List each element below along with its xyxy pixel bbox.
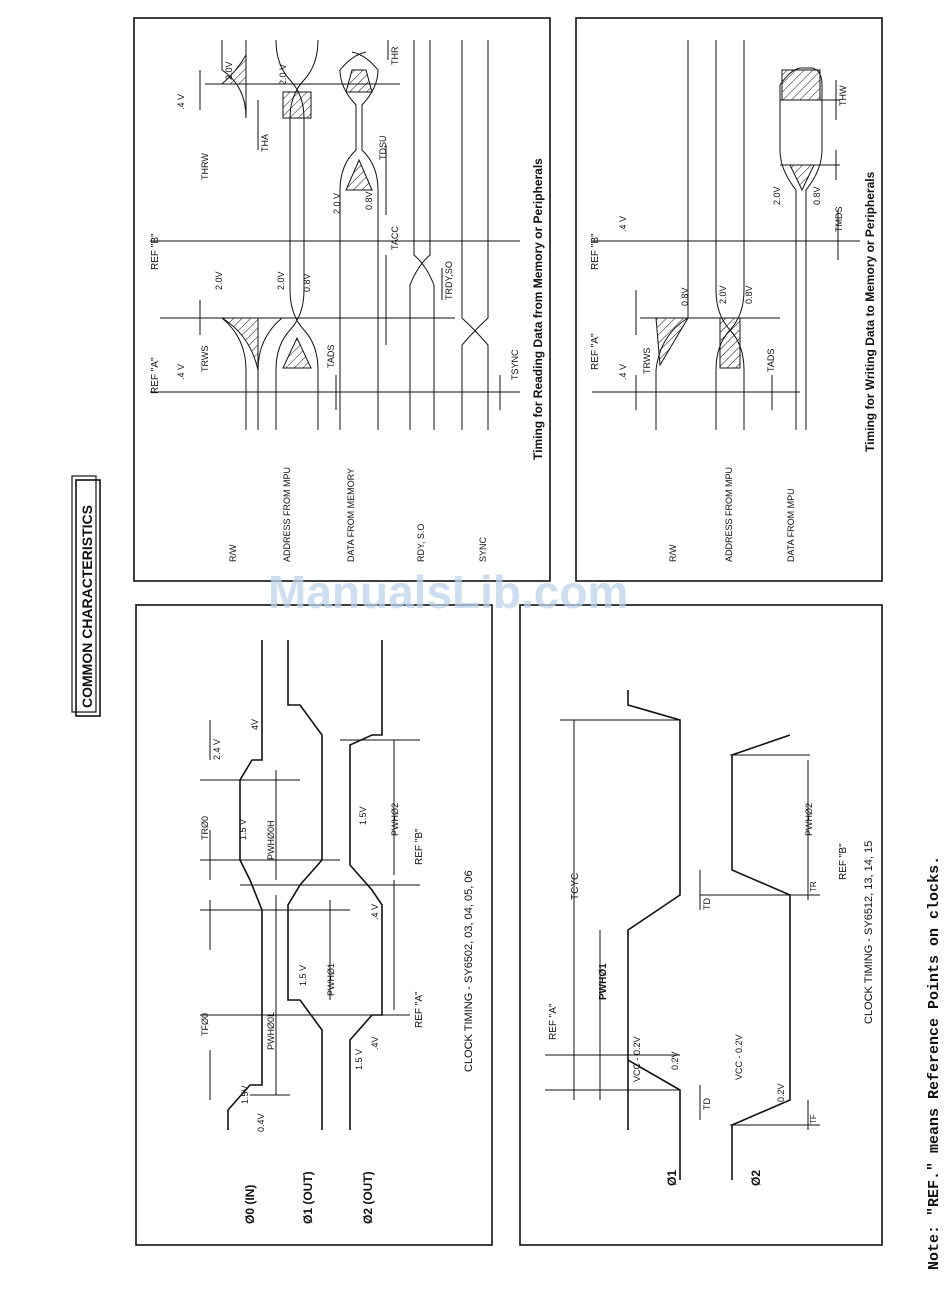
write-thw-label: THW bbox=[838, 85, 848, 106]
clk1-pwh1-label: PWHØ1 bbox=[326, 963, 336, 996]
clk2-v02a-label: 0.2V bbox=[670, 1051, 680, 1070]
clock-timing-panel-1 bbox=[135, 604, 493, 1246]
write-timing-panel bbox=[575, 17, 883, 582]
read-v4b-label: .4 V bbox=[176, 94, 186, 110]
write-v08-2-label: 0.8V bbox=[744, 285, 754, 304]
read-tha-label: THA bbox=[260, 134, 270, 152]
read-timing-panel bbox=[133, 17, 551, 582]
read-thr-label: THR bbox=[390, 46, 400, 65]
read-ref-a-label: REF "A" bbox=[150, 357, 161, 394]
write-caption: Timing for Writing Data to Memory or Per… bbox=[863, 171, 877, 452]
clk1-v15d-label: 1.5 V bbox=[354, 1049, 364, 1070]
read-v20-3-label: 2.0 V bbox=[278, 64, 288, 85]
clock-1-content bbox=[200, 640, 420, 1130]
read-v20-2-label: 2.0V bbox=[224, 61, 234, 80]
write-v4b-label: .4 V bbox=[618, 216, 628, 232]
write-tads-label: TADS bbox=[766, 349, 776, 372]
read-signal-address: ADDRESS FROM MPU bbox=[282, 467, 292, 562]
write-v20-2-label: 2.0V bbox=[772, 186, 782, 205]
write-signal-rw: R/W bbox=[668, 544, 678, 562]
clk2-pwh1-label: PWHØ1 bbox=[598, 963, 609, 1000]
clk2-vcc2-label: VCC - 0.2V bbox=[734, 1034, 744, 1080]
write-signal-data: DATA FROM MPU bbox=[786, 488, 796, 562]
clk1-v4b-label: .4V bbox=[370, 1036, 380, 1050]
clk2-pwh2-label: PWHØ2 bbox=[804, 803, 814, 836]
clk1-pwh2-label: PWHØ2 bbox=[390, 803, 400, 836]
read-v20-1-label: 2.0V bbox=[214, 271, 224, 290]
clk1-signal-p2: Ø2 (OUT) bbox=[361, 1171, 375, 1224]
clk2-td1-label: TD bbox=[702, 1098, 712, 1110]
clk2-signal-p2: Ø2 bbox=[749, 1170, 763, 1186]
read-tads-label: TADS bbox=[326, 345, 336, 368]
write-v4a-label: .4 V bbox=[618, 364, 628, 380]
clk2-ref-b-label: REF "B" bbox=[838, 843, 849, 880]
footnote: Note: "REF." means Reference Points on c… bbox=[926, 856, 943, 1270]
read-panel-content bbox=[150, 39, 520, 430]
clk2-tf-label: TF bbox=[809, 1114, 818, 1124]
read-v20-5-label: 2.0 V bbox=[332, 193, 342, 214]
read-trdy-label: TRDY,SO bbox=[444, 261, 454, 300]
page-title: COMMON CHARACTERISTICS bbox=[79, 505, 95, 708]
clk1-tf-label: TFØ0 bbox=[200, 1013, 210, 1036]
write-v08-1-label: 0.8V bbox=[680, 287, 690, 306]
clk1-ref-a-label: REF "A" bbox=[414, 991, 425, 1028]
clk1-v4c-label: .4 V bbox=[370, 904, 380, 920]
read-v08-1-label: 0.8V bbox=[302, 273, 312, 292]
read-tacc-label: TACC bbox=[390, 226, 400, 250]
read-tdsu-label: TDSU bbox=[378, 136, 388, 161]
clk1-v04-label: 0.4V bbox=[256, 1113, 266, 1132]
write-ref-a-label: REF "A" bbox=[590, 333, 601, 370]
write-ref-b-label: REF "B" bbox=[590, 233, 601, 270]
clk1-v15e-label: 1.5V bbox=[358, 806, 368, 825]
read-tsync-label: TSYNC bbox=[510, 349, 520, 380]
read-v20-4-label: 2.0V bbox=[276, 271, 286, 290]
clk2-td2-label: TD bbox=[702, 898, 712, 910]
clk1-v15c-label: 1.5 V bbox=[298, 965, 308, 986]
clk1-v15a-label: 1.5V bbox=[240, 1085, 250, 1104]
clk1-signal-p1: Ø1 (OUT) bbox=[301, 1171, 315, 1224]
clk2-signal-p1: Ø1 bbox=[665, 1170, 679, 1186]
page-title-box: COMMON CHARACTERISTICS bbox=[71, 475, 101, 717]
clk2-caption: CLOCK TIMING - SY6512, 13, 14, 15 bbox=[863, 841, 875, 1024]
read-thrw-label: THRW bbox=[200, 153, 210, 180]
clk2-tcyc-label: TCYC bbox=[570, 873, 581, 900]
clk1-tr-label: TRØ0 bbox=[200, 816, 210, 840]
clock-timing-panel-2 bbox=[519, 604, 883, 1246]
clk2-v02b-label: 0.2V bbox=[776, 1083, 786, 1102]
write-trws-label: TRWS bbox=[642, 348, 652, 374]
clk2-tr-label: TR bbox=[809, 881, 818, 892]
clk1-pwh0h-label: PWHØ0H bbox=[266, 820, 276, 860]
clock-2-content bbox=[545, 690, 820, 1180]
read-v4a-label: .4 V bbox=[176, 364, 186, 380]
write-signal-address: ADDRESS FROM MPU bbox=[724, 467, 734, 562]
clk1-caption: CLOCK TIMING - SY6502, 03, 04, 05, 06 bbox=[463, 870, 475, 1072]
read-caption: Timing for Reading Data from Memory or P… bbox=[531, 158, 545, 460]
read-ref-b-label: REF "B" bbox=[150, 233, 161, 270]
read-signal-rdy: RDY, S.O bbox=[416, 524, 426, 562]
read-signal-data: DATA FROM MEMORY bbox=[346, 468, 356, 562]
read-signal-sync: SYNC bbox=[478, 536, 488, 562]
write-v08-3-label: 0.8V bbox=[812, 186, 822, 205]
clk1-signal-p0: Ø0 (IN) bbox=[243, 1185, 257, 1224]
write-tmds-label: TMDS bbox=[834, 207, 844, 233]
clk1-v24-label: 2.4 V bbox=[212, 739, 222, 760]
clk1-ref-b-label: REF "B" bbox=[414, 828, 425, 865]
clk2-vcc1-label: VCC - 0.2V bbox=[632, 1036, 642, 1082]
read-v08-2-label: 0.8V bbox=[364, 191, 374, 210]
clk1-v15b-label: 1.5 V bbox=[238, 819, 248, 840]
read-signal-rw: R/W bbox=[228, 544, 238, 562]
watermark: ManualsLib.com bbox=[268, 566, 628, 618]
write-panel-content bbox=[592, 40, 860, 430]
clk1-pwh0l-label: PWHØ0L bbox=[266, 1012, 276, 1050]
clk1-v4-label: 4V bbox=[250, 719, 260, 730]
read-trws-label: TRWS bbox=[200, 346, 210, 372]
clk2-ref-a-label: REF "A" bbox=[548, 1003, 559, 1040]
write-v20-1-label: 2.0V bbox=[718, 285, 728, 304]
